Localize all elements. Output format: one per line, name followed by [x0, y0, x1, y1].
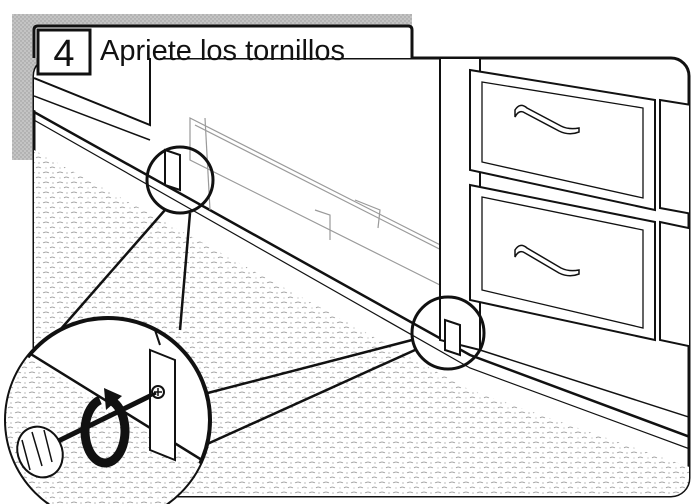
left-cabinet [34, 58, 151, 141]
drawer-handle-top [514, 104, 580, 135]
step-number: 4 [53, 33, 74, 75]
screwdriver-icon [16, 391, 157, 479]
callout-circle-right [410, 295, 486, 371]
illustration-panel [4, 56, 691, 504]
rotation-arrow-icon [80, 388, 130, 468]
step-header: 4 Apriete los tornillos [32, 24, 414, 76]
screw-icon [151, 385, 165, 399]
screw-bracket-left [164, 148, 181, 192]
callout-circle-left [145, 145, 215, 215]
leader-lines [59, 209, 416, 447]
zoom-detail [4, 316, 212, 504]
right-cabinets [439, 58, 689, 421]
step-number-box [36, 28, 92, 76]
step-title: Apriete los tornillos [100, 35, 345, 67]
drawer-handle-bottom [514, 244, 580, 277]
screw-bracket-right [444, 318, 461, 357]
baseboard-line [34, 110, 689, 442]
